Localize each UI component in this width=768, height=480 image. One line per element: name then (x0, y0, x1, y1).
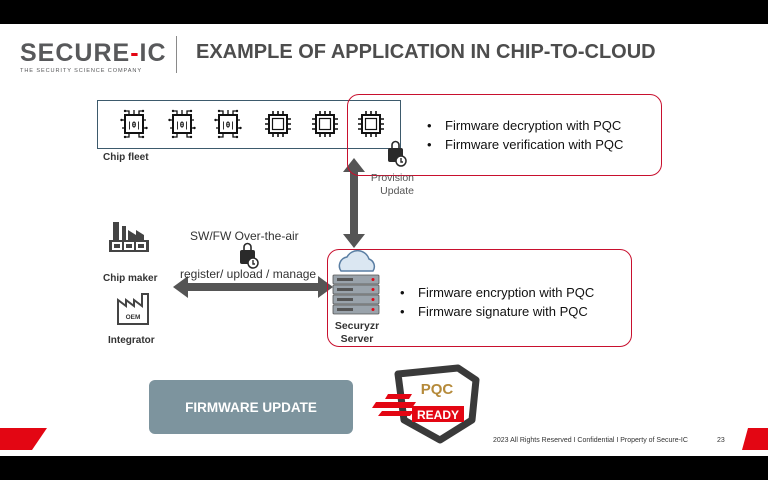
server-label: Securyzr Server (333, 320, 381, 346)
pqc-badge-bottom: READY (417, 408, 459, 422)
server-pqc-box (327, 249, 632, 347)
device-bullet: Firmware verification with PQC (427, 135, 623, 154)
oem-factory-icon: OEM (117, 293, 149, 325)
chip-glyph: |0| (127, 121, 141, 131)
logo-brand-right: IC (139, 39, 167, 67)
chip-icon: |0| (119, 108, 149, 140)
chip-icon: |0| (167, 108, 197, 140)
red-corner-right (742, 428, 768, 450)
pqc-badge-top: PQC (421, 381, 454, 398)
provision-line1: Provision (370, 172, 414, 184)
server-icon (332, 249, 380, 315)
footer-text: 2023 All Rights Reserved I Confidential … (493, 437, 688, 444)
server-label-line1: Securyzr (334, 320, 380, 332)
server-bullet: Firmware signature with PQC (400, 302, 594, 321)
slide: SECURE-IC THE SECURITY SCIENCE COMPANY E… (0, 24, 768, 456)
factory-icon (109, 222, 149, 252)
device-bullet: Firmware decryption with PQC (427, 116, 623, 135)
red-corner-left (0, 428, 47, 450)
logo-brand-left: SECURE (20, 39, 131, 67)
pqc-ready-badge: PQC READY (372, 364, 480, 444)
ota-actions-label: register/ upload / manage (180, 267, 317, 281)
chip-glyph: |0| (175, 121, 189, 131)
page-number: 23 (717, 437, 725, 444)
chip-icon (311, 110, 339, 138)
chip-icon: |0| (213, 108, 243, 140)
device-pqc-box (347, 94, 662, 176)
chip-icon (264, 110, 292, 138)
diagram-graphics: |0| |0| |0| (0, 108, 768, 450)
header-divider (176, 36, 177, 73)
server-bullet: Firmware encryption with PQC (400, 283, 594, 302)
logo-brand-dash: - (130, 39, 140, 67)
slide-title: EXAMPLE OF APPLICATION IN CHIP-TO-CLOUD (196, 41, 656, 63)
ota-arrow (173, 276, 333, 298)
ota-label: SW/FW Over-the-air (190, 229, 299, 243)
provision-label: Provision Update (360, 172, 414, 198)
ota-lock-icon (239, 242, 259, 269)
secure-ic-logo: SECURE-IC THE SECURITY SCIENCE COMPANY (20, 39, 170, 74)
chip-fleet-box (97, 100, 401, 149)
firmware-update-button[interactable]: FIRMWARE UPDATE (149, 380, 353, 434)
oem-label: OEM (126, 314, 141, 321)
chip-maker-label: Chip maker (103, 273, 158, 284)
server-label-line2: Server (340, 333, 374, 345)
server-bullet-list: Firmware encryption with PQC Firmware si… (400, 283, 594, 321)
integrator-label: Integrator (108, 335, 155, 346)
chip-glyph: |0| (221, 121, 235, 131)
logo-tagline: THE SECURITY SCIENCE COMPANY (20, 68, 142, 74)
chip-fleet-label: Chip fleet (103, 152, 149, 163)
provision-line2: Update (380, 185, 414, 197)
device-bullet-list: Firmware decryption with PQC Firmware ve… (427, 116, 623, 154)
